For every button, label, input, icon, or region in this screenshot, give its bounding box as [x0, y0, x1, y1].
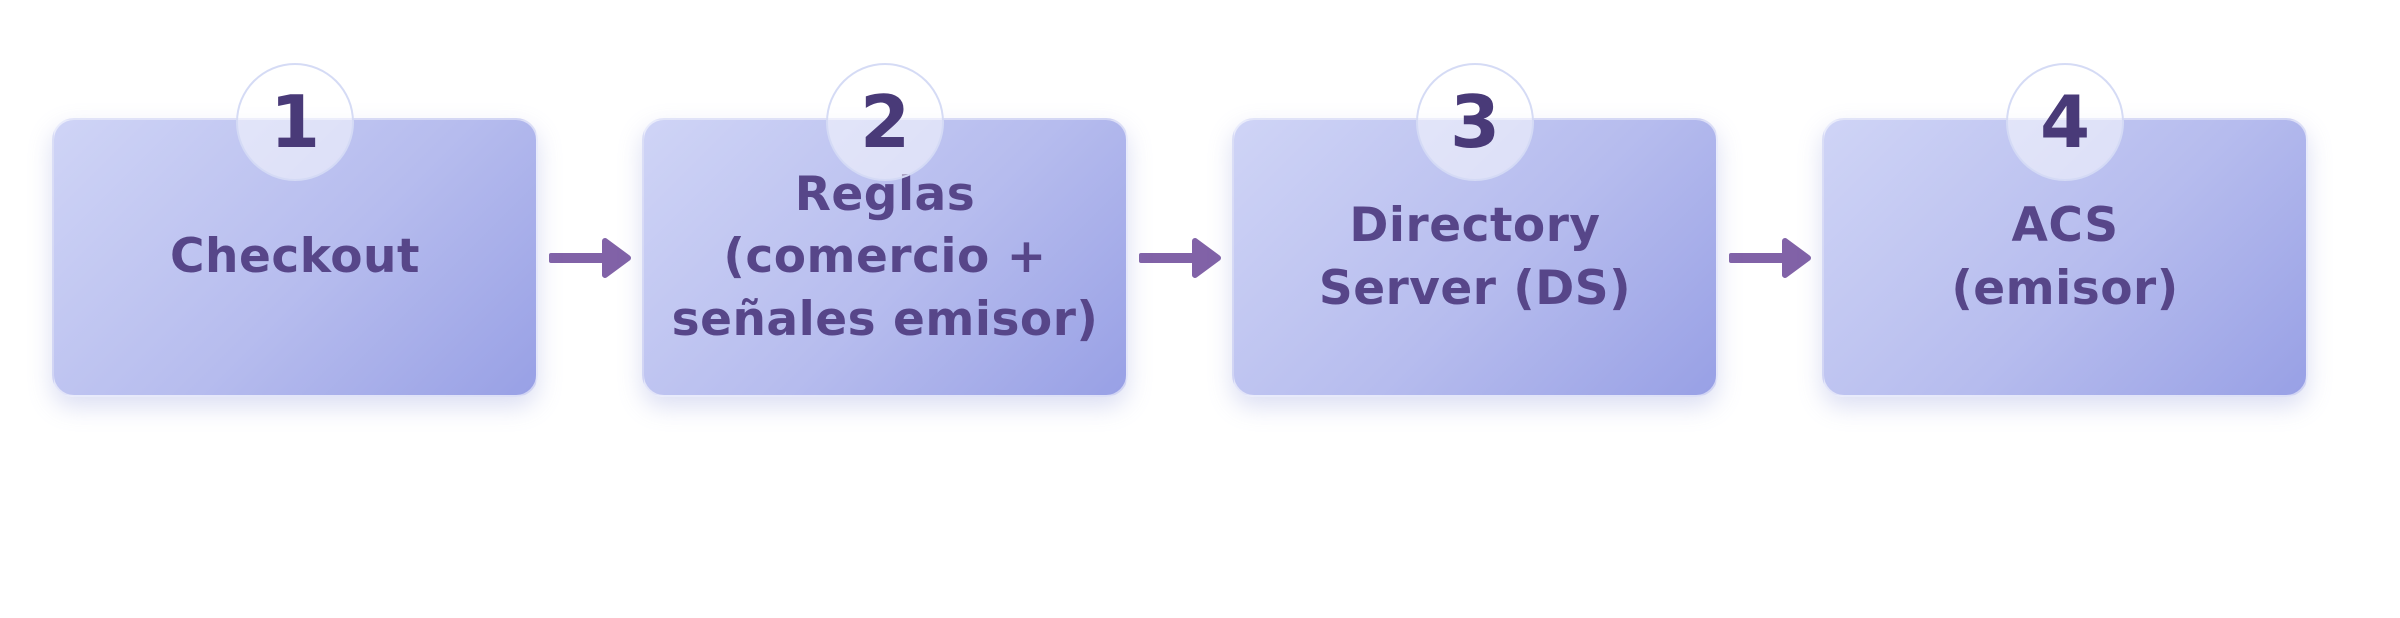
step-number: 2 [859, 80, 911, 164]
step-number-badge: 2 [826, 63, 944, 181]
arrow-right-icon [1139, 237, 1221, 278]
step-label: Directory Server (DS) [1318, 198, 1632, 316]
step-label: Reglas (comercio + señales emisor) [671, 167, 1099, 347]
step-number-badge: 4 [2006, 63, 2124, 181]
step-acs: 4 ACS (emisor) [1822, 63, 2308, 397]
step-checkout: 1 Checkout [52, 63, 538, 397]
connector-2-3 [1128, 118, 1232, 397]
arrow-right-icon [1729, 237, 1811, 278]
step-number: 1 [269, 80, 321, 164]
step-reglas: 2 Reglas (comercio + señales emisor) [642, 63, 1128, 397]
step-label: Checkout [170, 229, 420, 285]
step-number: 3 [1449, 80, 1501, 164]
step-number-badge: 3 [1416, 63, 1534, 181]
step-number-badge: 1 [236, 63, 354, 181]
arrow-right-icon [549, 237, 631, 278]
connector-3-4 [1718, 118, 1822, 397]
step-label: ACS (emisor) [1951, 198, 2179, 316]
process-flow-diagram: 1 Checkout 2 Reglas (comercio + señales … [52, 63, 2308, 397]
step-directory-server: 3 Directory Server (DS) [1232, 63, 1718, 397]
step-number: 4 [2039, 80, 2091, 164]
connector-1-2 [538, 118, 642, 397]
